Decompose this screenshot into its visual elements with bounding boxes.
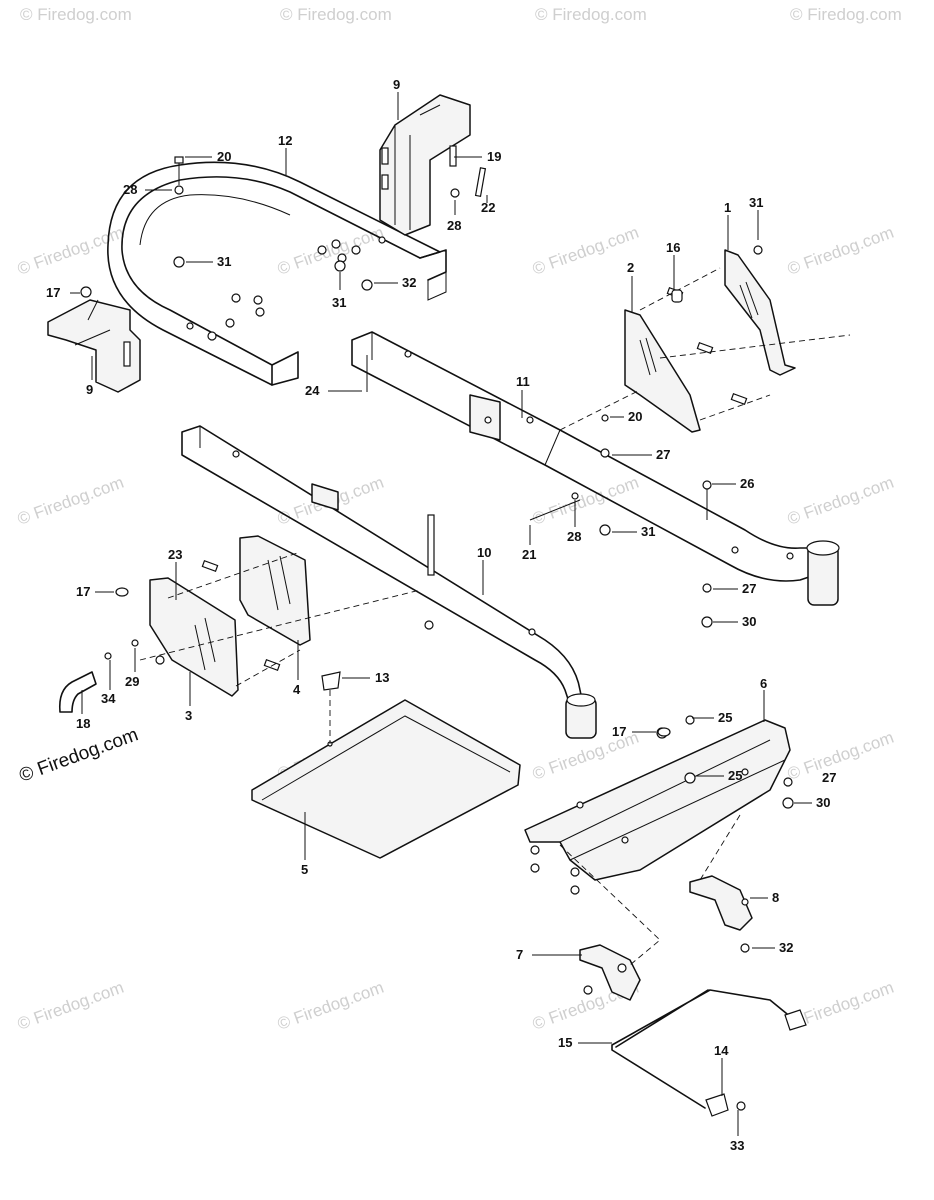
part-6-channel (524, 719, 791, 881)
callout-labels: 1 2 3 4 5 6 7 8 9 9 10 11 12 13 14 15 16… (46, 77, 836, 1153)
part-4-side-plate (201, 535, 311, 671)
assembly-line (699, 394, 771, 421)
callout-5: 5 (301, 862, 308, 877)
callout-17-left: 17 (46, 285, 60, 300)
callout-14: 14 (714, 1043, 729, 1058)
callout-31-c: 31 (332, 295, 346, 310)
hardware-items (104, 145, 794, 953)
callout-24: 24 (305, 383, 320, 398)
callout-27-b: 27 (742, 581, 756, 596)
assembly-line (559, 389, 641, 431)
callout-25-top: 25 (718, 710, 732, 725)
callout-25-mid: 25 (728, 768, 742, 783)
callout-28-c: 28 (567, 529, 581, 544)
part-15-rod (611, 989, 807, 1109)
callout-26: 26 (740, 476, 754, 491)
callout-6: 6 (760, 676, 767, 691)
callout-28-b: 28 (447, 218, 461, 233)
callout-17-mid: 17 (76, 584, 90, 599)
watermark: © Firedog.com (790, 5, 902, 24)
watermark-layer: © Firedog.com © Firedog.com © Firedog.co… (15, 5, 902, 1034)
part-1-side-plate (724, 249, 796, 376)
callout-28-a: 28 (123, 182, 137, 197)
callout-9-lower: 9 (86, 382, 93, 397)
callout-13: 13 (375, 670, 389, 685)
callout-8: 8 (772, 890, 779, 905)
assembly-line (167, 551, 301, 599)
watermark: © Firedog.com (785, 223, 896, 279)
callout-22: 22 (481, 200, 495, 215)
callout-23: 23 (168, 547, 182, 562)
watermark: © Firedog.com (530, 473, 641, 529)
watermark-main: © Firedog.com (17, 724, 142, 786)
assembly-line (139, 589, 421, 661)
callout-2: 2 (627, 260, 634, 275)
callout-31-d: 31 (641, 524, 655, 539)
watermark: © Firedog.com (275, 223, 386, 279)
callout-32-b: 32 (779, 940, 793, 955)
watermark: © Firedog.com (15, 978, 126, 1034)
watermark: © Firedog.com (280, 5, 392, 24)
watermark: © Firedog.com (20, 5, 132, 24)
callout-30-a: 30 (742, 614, 756, 629)
callout-4: 4 (293, 682, 301, 697)
callout-16: 16 (666, 240, 680, 255)
callout-19: 19 (487, 149, 501, 164)
callout-18: 18 (76, 716, 90, 731)
part-14-clip (705, 1093, 746, 1117)
part-3-side-plate (149, 577, 239, 697)
assembly-line (559, 844, 661, 966)
callout-27-c: 27 (822, 770, 836, 785)
callout-30-b: 30 (816, 795, 830, 810)
part-9-bracket-upper (379, 94, 471, 236)
callout-1: 1 (724, 200, 731, 215)
assembly-line (659, 334, 851, 359)
callout-31-a: 31 (749, 195, 763, 210)
watermark: © Firedog.com (785, 473, 896, 529)
watermark: © Firedog.com (275, 978, 386, 1034)
callout-15: 15 (558, 1035, 572, 1050)
callout-11: 11 (516, 374, 530, 389)
assembly-line (235, 649, 301, 687)
part-5-floor-plate (251, 690, 521, 859)
assembly-line (639, 267, 721, 311)
callout-20-top: 20 (217, 149, 231, 164)
part-10-frame-tube (181, 425, 597, 739)
callout-10: 10 (477, 545, 491, 560)
part-18-hose (58, 671, 97, 713)
part-9-bracket-lower (47, 286, 141, 393)
callout-21: 21 (522, 547, 536, 562)
callout-7: 7 (516, 947, 523, 962)
watermark: © Firedog.com (15, 473, 126, 529)
callout-33: 33 (730, 1138, 744, 1153)
watermark: © Firedog.com (535, 5, 647, 24)
watermark: © Firedog.com (785, 728, 896, 784)
callout-34: 34 (101, 691, 116, 706)
callout-3: 3 (185, 708, 192, 723)
part-2-side-plate (624, 287, 748, 433)
watermark: © Firedog.com (530, 223, 641, 279)
callout-31-b: 31 (217, 254, 231, 269)
assembly-line (699, 814, 741, 881)
callout-17-right: 17 (612, 724, 626, 739)
part-13-wing-knob (321, 671, 341, 691)
callout-32-a: 32 (402, 275, 416, 290)
callout-20-mid: 20 (628, 409, 642, 424)
part-8-bracket (689, 875, 753, 931)
part-11-frame-tube (351, 331, 840, 606)
part-7-bracket (579, 944, 641, 1001)
callout-29: 29 (125, 674, 139, 689)
leader-lines (70, 92, 812, 1136)
callout-27-a: 27 (656, 447, 670, 462)
callout-12: 12 (278, 133, 292, 148)
part-12-handle-frame (107, 161, 447, 386)
callout-9-upper: 9 (393, 77, 400, 92)
